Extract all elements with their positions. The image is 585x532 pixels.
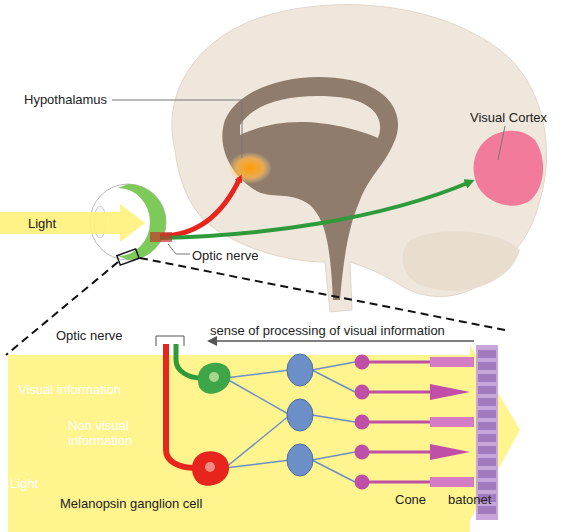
non-visual-pathway bbox=[160, 178, 240, 236]
zoom-line bbox=[140, 258, 505, 330]
visual-pathway bbox=[160, 182, 470, 238]
melanopsin-ganglion-cell bbox=[192, 451, 229, 485]
part-label: Optic nerve bbox=[192, 248, 282, 263]
bipolar-cells bbox=[287, 354, 313, 476]
cerebellum bbox=[403, 231, 520, 291]
rod-segments bbox=[478, 350, 496, 514]
green-ganglion-cell bbox=[198, 363, 231, 394]
direction-arrow bbox=[212, 340, 474, 342]
rod-bodies bbox=[430, 357, 474, 487]
part-label: Non visual information bbox=[68, 418, 148, 448]
part-label: Visual Cortex bbox=[470, 110, 580, 125]
brain bbox=[172, 5, 547, 312]
direction-label: sense of processing of visual informatio… bbox=[210, 323, 480, 338]
zoom-marker bbox=[117, 249, 139, 265]
optic-nerve-stub bbox=[150, 232, 172, 242]
brain-midline bbox=[222, 77, 398, 300]
visual-cortex-region bbox=[474, 131, 544, 206]
leader-line bbox=[498, 126, 505, 160]
part-label: Optic nerve bbox=[56, 328, 146, 343]
corpus-callosum bbox=[240, 96, 380, 138]
light-band bbox=[8, 345, 520, 532]
cell-nucleus bbox=[205, 462, 215, 472]
hypothalamus-region bbox=[228, 152, 272, 184]
light-arrow bbox=[0, 204, 145, 242]
light-label: Light bbox=[28, 216, 88, 231]
leader-line bbox=[168, 244, 190, 254]
part-label: Visual information bbox=[18, 382, 158, 397]
non-visual-fibre bbox=[166, 344, 195, 468]
part-label: batonet bbox=[448, 492, 518, 507]
cell-nucleus bbox=[209, 372, 219, 382]
part-label: Cone bbox=[395, 492, 445, 507]
bracket bbox=[156, 336, 184, 346]
part-label: Hypothalamus bbox=[24, 92, 124, 107]
visual-fibre bbox=[176, 344, 200, 378]
photoreceptors bbox=[356, 356, 474, 488]
blank-box bbox=[52, 130, 170, 158]
part-label: Melanopsin ganglion cell bbox=[60, 496, 230, 511]
light-label: Light bbox=[10, 476, 70, 491]
